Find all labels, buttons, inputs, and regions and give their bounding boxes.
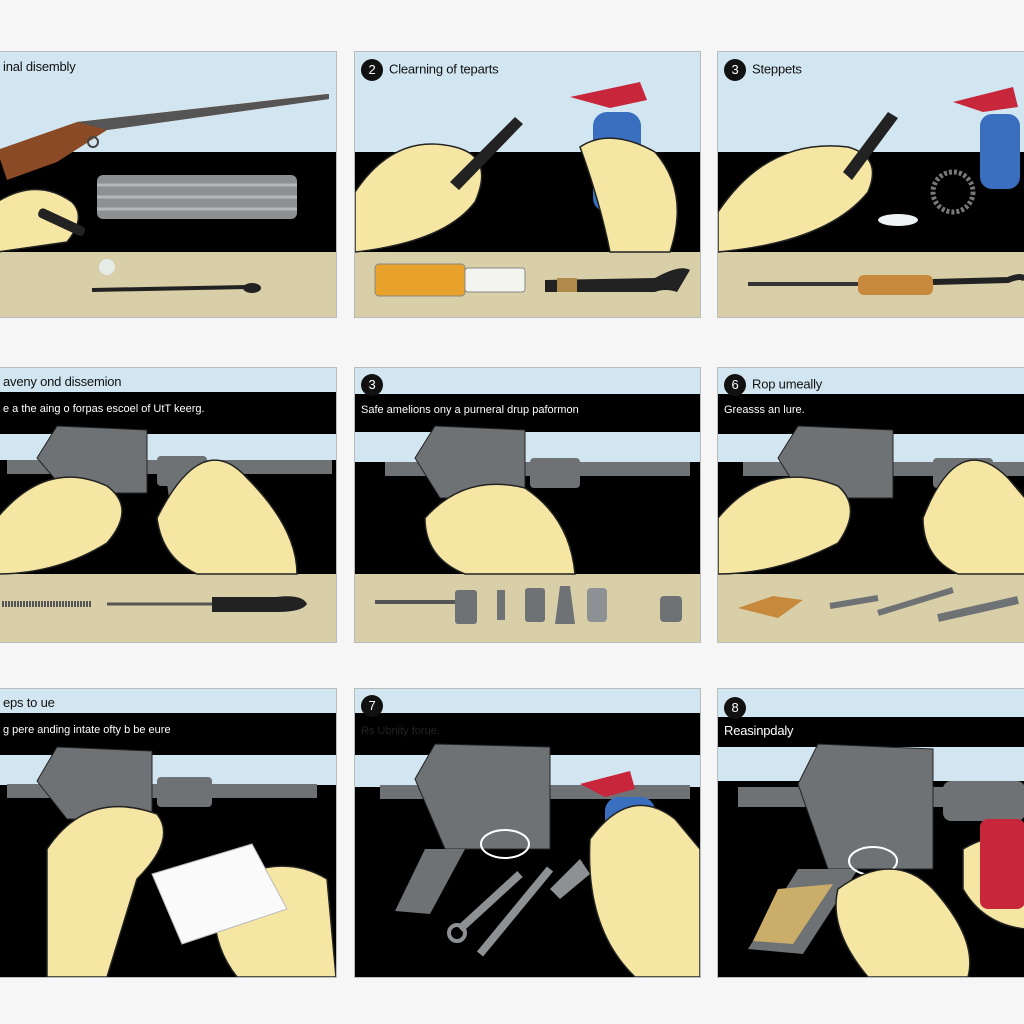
wrench-icon	[447, 859, 590, 957]
panel-8-caption: Rs Ubnity forue.	[361, 725, 440, 737]
panel-6-caption: Greasss an lure.	[724, 404, 805, 416]
hand-icon	[355, 143, 483, 253]
panel-8: 7 Rs Ubnity forue.	[354, 688, 701, 978]
cloth-icon	[151, 843, 288, 945]
panel-7-title: eps to ue	[3, 695, 55, 710]
panel-5-caption: Safe amelions ony a purneral drup paform…	[361, 404, 579, 416]
brush-icon	[38, 208, 85, 236]
rifle-icon	[738, 743, 1024, 954]
panel-8-title: 7	[361, 695, 389, 717]
panel-2-illustration	[355, 52, 700, 317]
hand-icon	[718, 145, 874, 253]
hand-icon	[588, 804, 700, 977]
screwdriver-icon	[375, 590, 477, 624]
rifle-icon	[385, 425, 690, 499]
panel-6-number: 6	[724, 374, 746, 396]
rifle-icon	[0, 94, 329, 180]
brush-icon	[450, 117, 523, 190]
panel-7-illustration	[0, 689, 336, 977]
hand-icon	[424, 483, 576, 575]
panel-5-title: 3	[361, 374, 389, 396]
panel-7-caption: g pere anding intate ofty b be eure	[3, 724, 171, 736]
wrench-icon	[545, 268, 690, 292]
panel-4-title: aveny ond dissemion	[3, 374, 122, 389]
hand-icon	[718, 459, 1024, 575]
panel-9-number: 8	[724, 697, 746, 719]
hand-icon	[0, 188, 80, 253]
panel-1-illustration	[0, 52, 336, 317]
panel-4: aveny ond dissemion e a the aing o forpa…	[0, 367, 337, 643]
panel-2-number: 2	[361, 59, 383, 81]
rod-icon	[107, 596, 307, 612]
panel-3-illustration	[718, 52, 1024, 317]
panel-8-number: 7	[361, 695, 383, 717]
panel-1: inal disembly	[0, 51, 337, 318]
panel-4-caption: e a the aing o forpas escoel of UtT keer…	[3, 403, 205, 415]
panel-8-illustration	[355, 689, 700, 977]
rod-icon	[91, 283, 261, 293]
panel-5-number: 3	[361, 374, 383, 396]
panel-3-number: 3	[724, 59, 746, 81]
brush-icon	[843, 112, 898, 180]
panel-6-illustration	[718, 368, 1024, 642]
panel-7: eps to ue g pere anding intate ofty b be…	[0, 688, 337, 978]
panel-9-illustration	[718, 689, 1024, 977]
spray-bottle-icon	[953, 87, 1020, 189]
wrench-icon	[738, 587, 1019, 622]
panel-5-illustration	[355, 368, 700, 642]
rifle-icon	[7, 746, 317, 820]
panel-9: 8 Reasinpdaly	[717, 688, 1024, 978]
hand-icon	[46, 806, 336, 977]
screwdriver-icon	[748, 274, 1024, 295]
panel-5: 3 Safe amelions ony a purneral drup pafo…	[354, 367, 701, 643]
panel-1-title: inal disembly	[3, 59, 76, 74]
panel-4-illustration	[0, 368, 336, 642]
hand-icon	[0, 459, 298, 575]
panel-9-heading: Reasinpdaly	[724, 723, 794, 738]
panel-9-title: 8	[724, 697, 752, 719]
